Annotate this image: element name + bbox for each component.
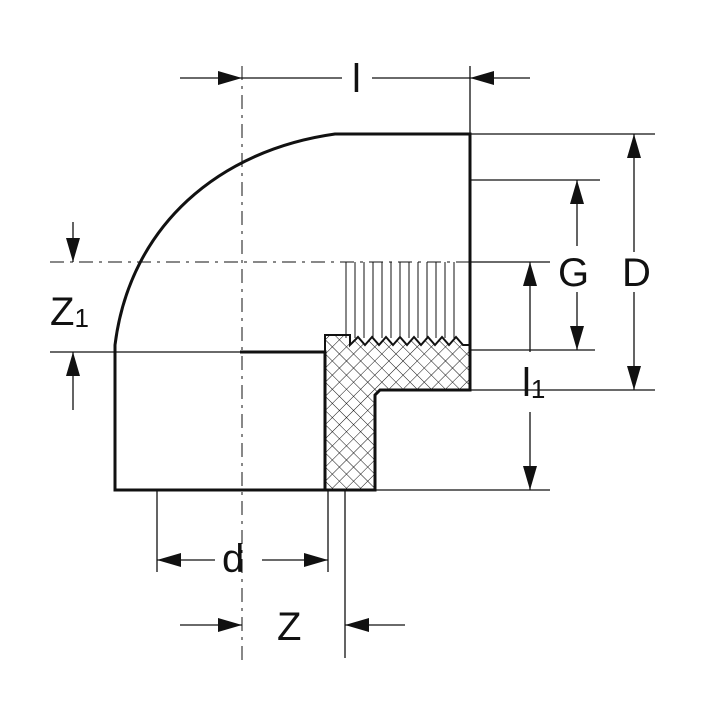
elbow-body-outline — [113, 132, 472, 492]
dimension-l1: l1 — [522, 262, 545, 490]
dimension-z: Z — [180, 605, 405, 649]
dimension-g: G — [558, 180, 589, 350]
extension-lines — [50, 66, 655, 658]
label-Z: Z — [277, 605, 301, 649]
internal-thread-lines — [345, 262, 455, 338]
dimension-z1: Z1 — [50, 222, 89, 410]
label-G: G — [558, 251, 589, 295]
label-d: d — [222, 537, 244, 581]
label-l1: l1 — [522, 361, 545, 405]
threaded-insert — [324, 334, 471, 491]
dimension-d-outer: D — [622, 134, 651, 390]
label-D: D — [622, 251, 651, 295]
label-l: l — [352, 57, 361, 101]
label-z1: Z1 — [50, 290, 89, 334]
dimension-d-inner: d — [157, 537, 328, 581]
dimension-l: l — [180, 57, 530, 101]
